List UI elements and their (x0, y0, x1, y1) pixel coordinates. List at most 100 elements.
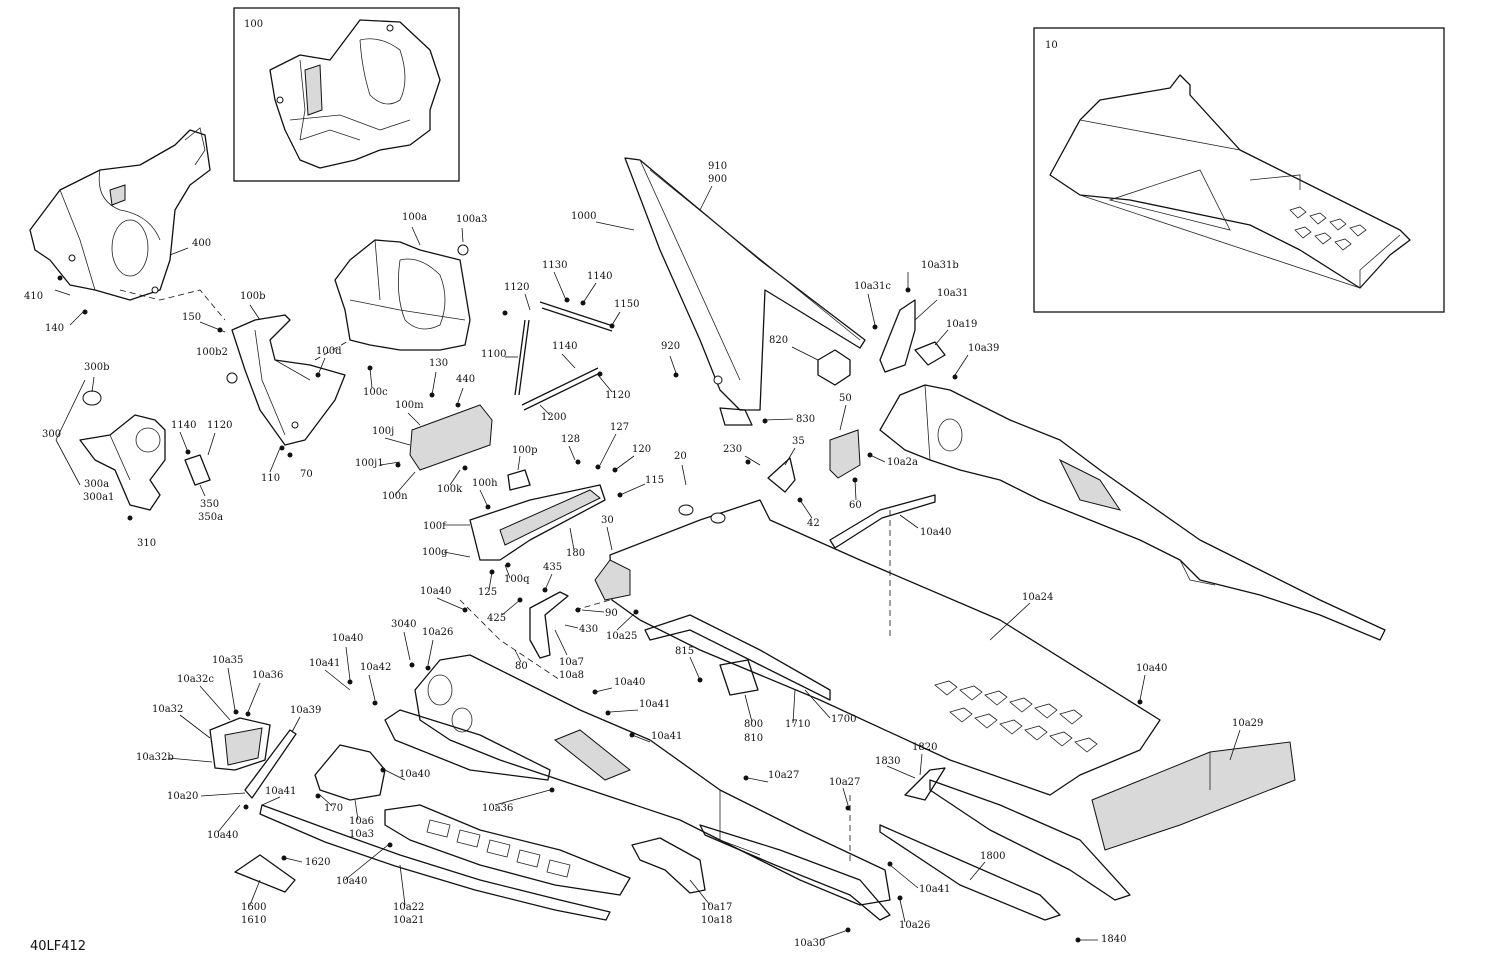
callout-label: 30 (601, 515, 614, 526)
callout-label: 10a39 (290, 705, 321, 716)
callout-label: 800 (744, 719, 763, 730)
callout-label: 130 (429, 358, 448, 369)
callout-label: 1000 (571, 211, 596, 222)
callout-label: 1140 (587, 271, 612, 282)
callout-label: 1100 (481, 349, 506, 360)
rail-1700-drawing (644, 614, 831, 701)
callout-label: 10a40 (1136, 663, 1167, 674)
callout-label: 230 (723, 444, 742, 455)
callout-label: 10a41 (919, 884, 950, 895)
block-820-drawing (817, 349, 851, 386)
callout-label: 10a6 (349, 816, 374, 827)
plate-100j-drawing (409, 404, 493, 471)
bracket-10a32-drawing (209, 717, 271, 771)
callout-label: 430 (579, 624, 598, 635)
callout-label: 128 (561, 434, 580, 445)
callout-label: 10a17 (701, 902, 732, 913)
callout-label: 1200 (541, 412, 566, 423)
callout-label: 410 (24, 291, 43, 302)
callout-label: 100d (316, 346, 342, 357)
callout-label: 10a40 (420, 586, 451, 597)
running-boards-1800-drawing (879, 767, 1131, 921)
callout-label: 1140 (171, 420, 196, 431)
callout-label: 10a27 (768, 770, 799, 781)
callout-label: 10a30 (794, 938, 825, 949)
callout-label: 810 (744, 733, 763, 744)
callout-label: 1120 (504, 282, 529, 293)
end-cap-10a29-drawing (1091, 741, 1296, 851)
callout-label: 1130 (542, 260, 567, 271)
bar-1000-drawing (624, 157, 866, 426)
callout-label: 350 (200, 499, 219, 510)
panel-10a36-drawing (384, 709, 551, 781)
callout-label: 20 (674, 451, 687, 462)
callout-label: 100b2 (196, 347, 228, 358)
callout-label: 10a2a (887, 457, 918, 468)
drawing-code: 40LF412 (30, 939, 86, 954)
callout-label: 440 (456, 374, 475, 385)
callout-label: 90 (605, 608, 618, 619)
callout-label: 170 (324, 803, 343, 814)
callout-label: 10a26 (899, 920, 930, 931)
callout-label: 10a41 (651, 731, 682, 742)
bracket-10a7-drawing (529, 591, 569, 659)
callout-label: 1800 (980, 851, 1005, 862)
callout-label: 1710 (785, 719, 810, 730)
callout-label: 10a27 (829, 777, 860, 788)
side-rail-left-drawing (414, 654, 891, 906)
callout-label: 100g (422, 547, 448, 558)
callout-label: 70 (300, 469, 313, 480)
callout-label: 10a41 (639, 699, 670, 710)
side-rail-right-drawing (879, 384, 1386, 641)
callout-label: 150 (182, 312, 201, 323)
callout-label: 400 (192, 238, 211, 249)
bracket-1600-drawing (234, 854, 296, 893)
callout-label: 100p (512, 445, 538, 456)
callout-label: 10a21 (393, 915, 424, 926)
callout-label: 425 (487, 613, 506, 624)
callout-label: 127 (610, 422, 629, 433)
callout-label: 10a40 (207, 830, 238, 841)
callout-label: 1620 (305, 857, 330, 868)
callout-label: 10a31 (937, 288, 968, 299)
callout-label: 1150 (614, 299, 639, 310)
callout-label: 910 (708, 161, 727, 172)
callout-label: 820 (769, 335, 788, 346)
bracket-100b-drawing (226, 314, 346, 446)
callout-label: 10a31c (854, 281, 891, 292)
rods-1100-1200-drawing (514, 301, 613, 411)
callout-label: 310 (137, 538, 156, 549)
callout-label: 10a24 (1022, 592, 1053, 603)
callout-label: 10a8 (559, 670, 584, 681)
callout-label: 100n (382, 491, 408, 502)
callout-label: 10a31b (921, 260, 959, 271)
callout-label: 10a40 (332, 633, 363, 644)
callout-label: 10a42 (360, 662, 391, 673)
callout-label: 435 (543, 562, 562, 573)
front-frame-400-drawing (29, 127, 211, 301)
callout-label: 1830 (875, 756, 900, 767)
callout-label: 10a32 (152, 704, 183, 715)
callout-label: 1140 (552, 341, 577, 352)
tunnel-assembly-10-drawing (1049, 74, 1411, 289)
callout-label: 180 (566, 548, 585, 559)
callout-label: 10a19 (946, 319, 977, 330)
callout-label: 10a36 (252, 670, 283, 681)
callout-label: 100q (504, 574, 530, 585)
strut-10a20-drawing (244, 729, 297, 799)
callout-label: 110 (261, 473, 280, 484)
inset-box-10 (1033, 27, 1445, 313)
callout-label: 120 (632, 444, 651, 455)
callout-label: 10a18 (701, 915, 732, 926)
crossbar-10a40-drawing (829, 494, 936, 549)
callout-label: 100k (437, 484, 463, 495)
callout-label: 42 (807, 518, 820, 529)
callout-label: 10a40 (399, 769, 430, 780)
front-frame-100a-drawing (334, 239, 471, 351)
callout-label: 815 (675, 646, 694, 657)
callout-label: 100c (363, 387, 388, 398)
callout-label: 100j (372, 426, 394, 437)
callout-label: 100a3 (456, 214, 487, 225)
callout-label: 300a (84, 479, 109, 490)
